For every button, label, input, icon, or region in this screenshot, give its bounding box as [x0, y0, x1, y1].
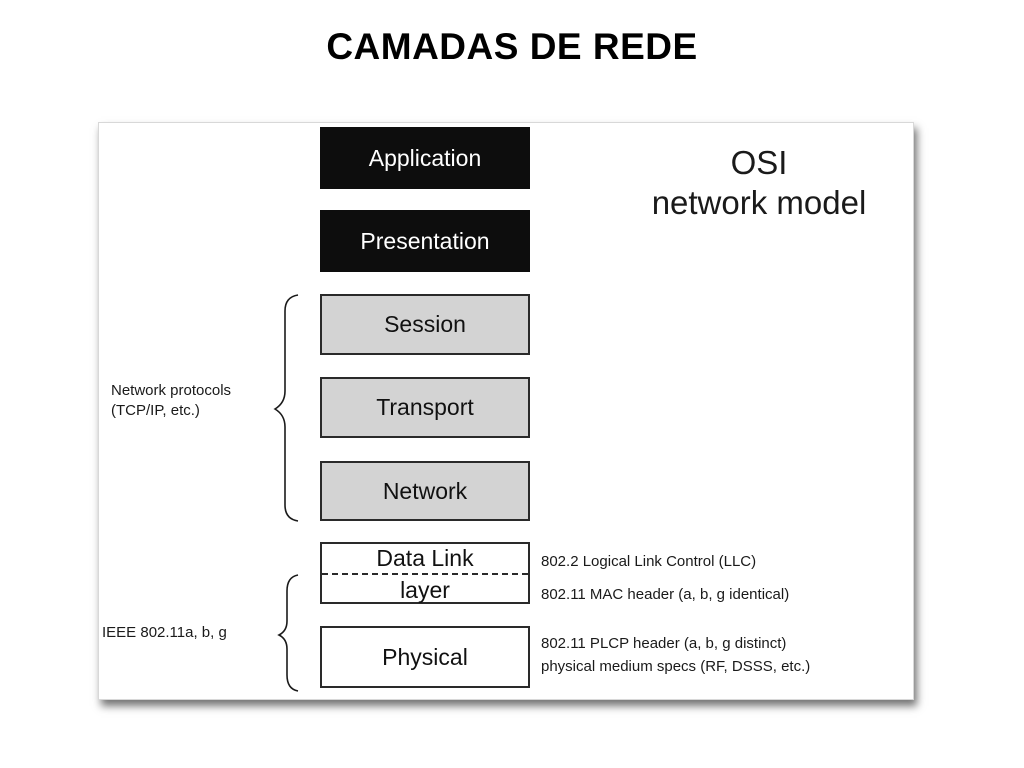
layer-physical: Physical: [320, 626, 530, 688]
data-link-label: Data Link: [376, 545, 474, 571]
osi-heading-line2: network model: [651, 184, 867, 221]
llc-label: 802.2 Logical Link Control (LLC): [541, 553, 757, 570]
osi-heading: OSI network model: [609, 143, 909, 223]
osi-heading-line1: OSI: [730, 144, 788, 181]
sublayer-divider: [322, 573, 528, 575]
plcp-header-label: 802.11 PLCP header (a, b, g distinct): [541, 635, 787, 652]
layer-session: Session: [320, 294, 530, 355]
physical-medium-label: physical medium specs (RF, DSSS, etc.): [541, 658, 811, 675]
layer-application: Application: [320, 127, 530, 189]
osi-diagram: OSI network model Application Presentati…: [98, 122, 914, 700]
mac-header-label: 802.11 MAC header (a, b, g identical): [541, 586, 790, 603]
network-protocols-line2: (TCP/IP, etc.): [111, 402, 200, 419]
layer-transport: Transport: [320, 377, 530, 438]
layer-data-link: Data Link layer: [320, 542, 530, 604]
ieee-brace: [277, 574, 299, 692]
network-protocols-label: Network protocols (TCP/IP, etc.): [111, 381, 231, 421]
ieee-label: IEEE 802.11a, b, g: [102, 624, 227, 641]
slide-title: CAMADAS DE REDE: [326, 26, 698, 67]
network-protocols-line1: Network protocols: [111, 382, 232, 399]
network-protocols-brace: [273, 294, 299, 522]
layer-presentation: Presentation: [320, 210, 530, 272]
layer-network: Network: [320, 461, 530, 521]
data-link-layer-label: layer: [400, 577, 450, 603]
